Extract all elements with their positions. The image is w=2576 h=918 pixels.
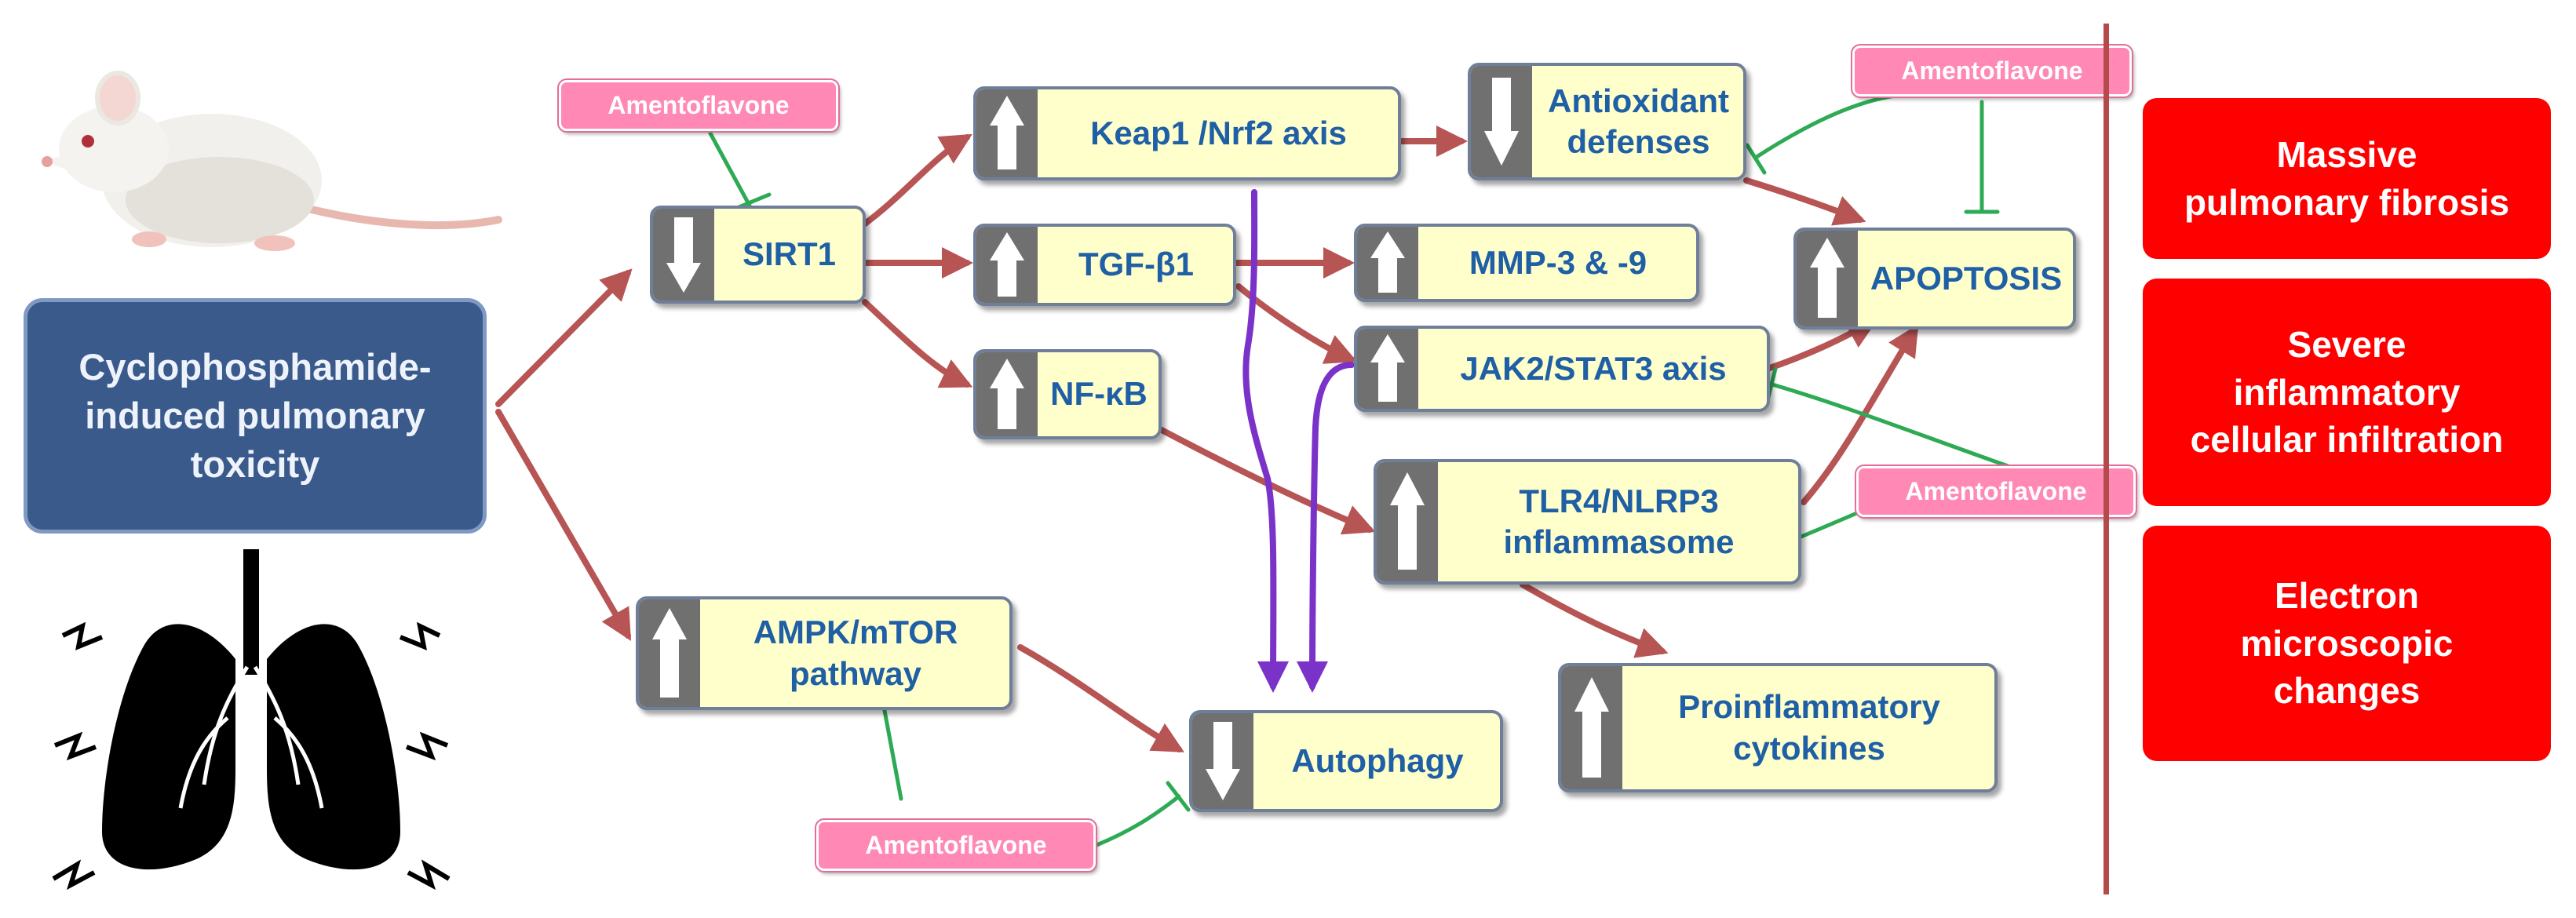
- inhibit-jak2: [1770, 382, 2020, 472]
- divider-line: [2103, 24, 2109, 894]
- up-arrow-icon: [1810, 238, 1844, 318]
- node-keap1: Keap1 /Nrf2 axis: [973, 86, 1401, 180]
- inhibit-antioxidant: [1754, 93, 1898, 159]
- drug-label-jak2: Amentoflavone: [1856, 466, 2136, 517]
- up-arrow-icon: [1370, 231, 1405, 293]
- node-cytokines-label: Proinflammatory cytokines: [1678, 688, 1940, 767]
- drug-label-sirt1: Amentoflavone: [559, 80, 838, 131]
- up-arrow-icon: [1370, 334, 1405, 402]
- arrow-tgfb1-jak2: [1235, 283, 1358, 364]
- node-antioxidant: Antioxidant defenses: [1468, 63, 1746, 180]
- down-arrow-icon: [1206, 722, 1240, 800]
- node-tlr4: TLR4/NLRP3 inflammasome: [1374, 459, 1801, 585]
- node-jak2: JAK2/STAT3 axis: [1354, 326, 1770, 412]
- arrow-antioxidant-apoptosis: [1743, 177, 1866, 226]
- down-arrow-icon: [666, 217, 701, 293]
- up-arrow-icon: [1390, 472, 1425, 570]
- node-autophagy-label: Autophagy: [1291, 741, 1464, 779]
- inhibit-sirt1: [708, 131, 752, 208]
- outcome-microscopic: Electron microscopic changes: [2143, 526, 2551, 761]
- outcome-fibrosis: Massive pulmonary fibrosis: [2143, 98, 2551, 259]
- node-cytokines: Proinflammatory cytokines: [1558, 663, 1998, 792]
- node-ampk: AMPK/mTOR pathway: [636, 596, 1013, 710]
- node-jak2-label: JAK2/STAT3 axis: [1460, 349, 1727, 387]
- up-arrow-icon: [990, 231, 1024, 297]
- arrow-jak2-autophagy: [1297, 362, 1355, 693]
- node-antioxidant-label: Antioxidant defenses: [1548, 82, 1729, 161]
- node-apoptosis-label: APOPTOSIS: [1870, 259, 2063, 297]
- arrow-keap1-autophagy: [1242, 189, 1290, 693]
- node-mmp-label: MMP-3 & -9: [1469, 243, 1647, 281]
- down-arrow-icon: [1484, 78, 1519, 166]
- arrow-to-sirt1: [495, 268, 633, 407]
- arrow-sirt1-keap1: [862, 133, 972, 227]
- node-ampk-label: AMPK/mTOR pathway: [753, 614, 958, 692]
- node-autophagy: Autophagy: [1189, 710, 1503, 812]
- node-apoptosis: APOPTOSIS: [1793, 228, 2076, 330]
- outcome-infiltration: Severe inflammatory cellular infiltratio…: [2143, 279, 2551, 506]
- node-sirt1: SIRT1: [650, 206, 866, 304]
- node-mmp: MMP-3 & -9: [1354, 224, 1699, 302]
- inhibit-autophagy: [1089, 794, 1181, 850]
- arrow-ampk-autophagy: [1017, 644, 1184, 752]
- inhibit-antioxidant-bar: [1745, 143, 1767, 175]
- drug-label-apoptosis: Amentoflavone: [1852, 46, 2132, 97]
- inhibit-ampk: [881, 700, 903, 801]
- up-arrow-icon: [990, 358, 1024, 429]
- arrow-nfkb-tlr4: [1158, 427, 1376, 535]
- lungs-icon: [52, 549, 451, 891]
- arrow-sirt1-nfkb: [862, 299, 973, 388]
- node-tlr4-label: TLR4/NLRP3 inflammasome: [1503, 482, 1735, 561]
- up-arrow-icon: [990, 96, 1024, 169]
- rat-icon: [42, 71, 502, 251]
- up-arrow-icon: [1574, 676, 1609, 778]
- arrow-tlr4-cytokines: [1520, 581, 1669, 658]
- node-sirt1-label: SIRT1: [742, 235, 837, 273]
- node-tgfb1: TGF-β1: [973, 224, 1236, 306]
- up-arrow-icon: [652, 607, 687, 698]
- source-box: Cyclophosphamide- induced pulmonary toxi…: [24, 298, 487, 534]
- arrow-to-ampk: [495, 409, 632, 641]
- node-nfkb: NF-κB: [973, 349, 1162, 439]
- node-tgfb1-label: TGF-β1: [1078, 246, 1194, 283]
- node-nfkb-label: NF-κB: [1050, 375, 1148, 413]
- drug-label-autophagy: Amentoflavone: [816, 820, 1096, 871]
- inhibit-autophagy-bar: [1166, 781, 1191, 812]
- node-keap1-label: Keap1 /Nrf2 axis: [1090, 114, 1347, 151]
